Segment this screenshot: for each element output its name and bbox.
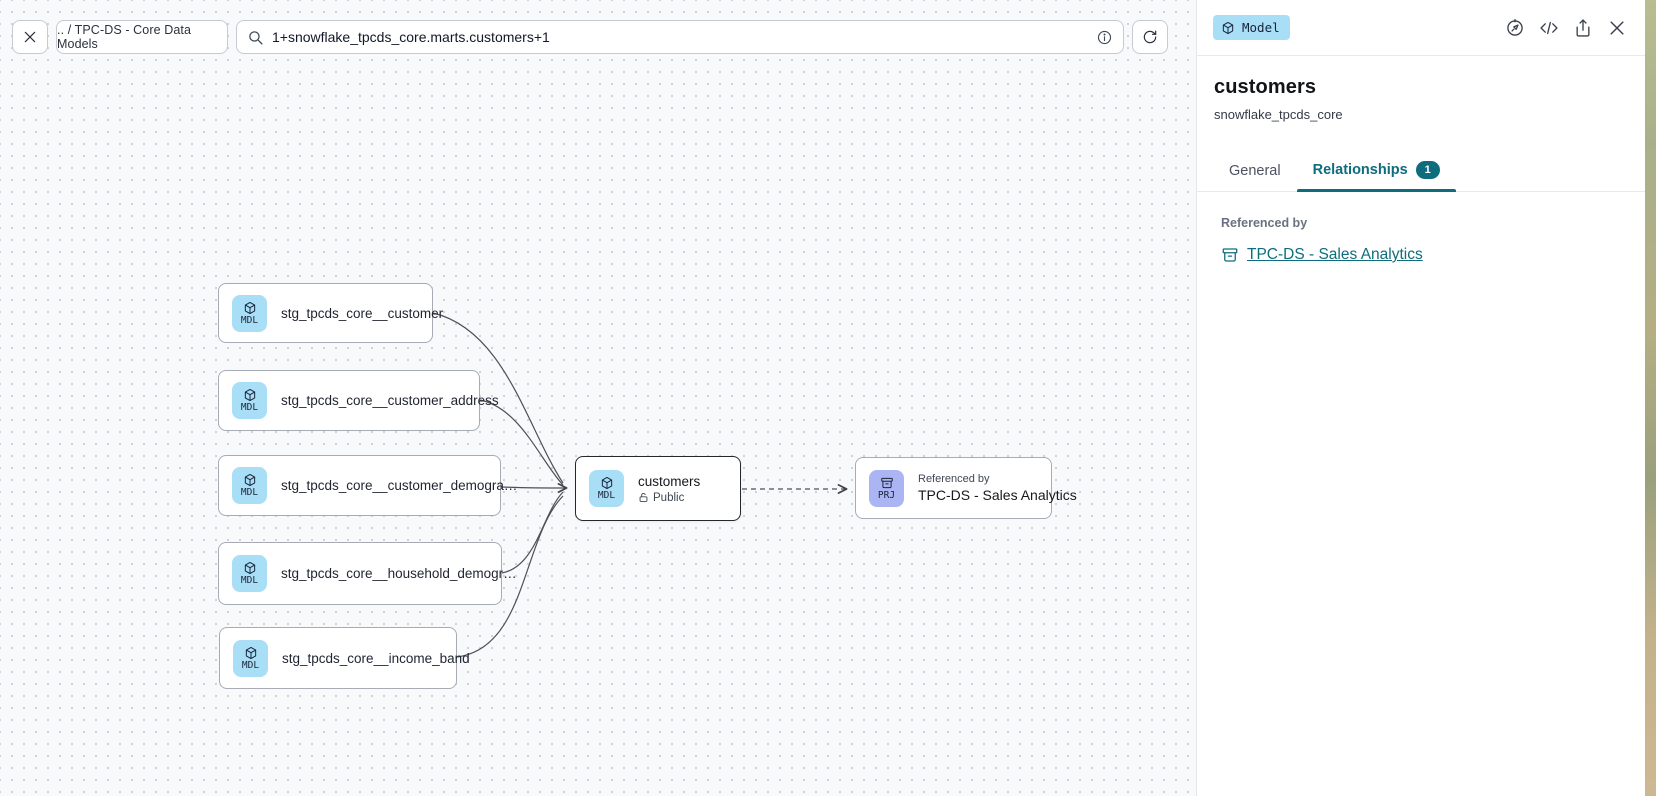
type-badge-label: Model [1242,20,1280,35]
node-stg-income-band[interactable]: MDL stg_tpcds_core__income_band [219,627,470,689]
tab-general[interactable]: General [1213,151,1297,191]
canvas-close-button[interactable] [12,20,48,54]
details-panel: Model customers snowflake_tpcds_core Gen… [1196,0,1645,796]
referenced-by-row: TPC-DS - Sales Analytics [1221,246,1621,264]
node-label: stg_tpcds_core__customer_demogra… [281,478,518,493]
node-stg-customer-address[interactable]: MDL stg_tpcds_core__customer_address [218,370,499,431]
cube-icon [243,473,257,487]
close-icon [1607,18,1627,38]
node-kicker: Referenced by [918,473,990,485]
breadcrumb-label: .. / TPC-DS - Core Data Models [57,23,192,51]
cube-icon [244,646,258,660]
compass-icon [1505,18,1525,38]
unlock-icon [638,492,649,503]
badge-label: MDL [240,402,259,413]
breadcrumb[interactable]: .. / TPC-DS - Core Data Models [56,20,228,54]
node-stg-customer[interactable]: MDL stg_tpcds_core__customer [218,283,443,343]
archive-icon [1221,246,1239,264]
refresh-button[interactable] [1132,20,1168,54]
panel-close-button[interactable] [1607,18,1627,38]
node-label: stg_tpcds_core__income_band [282,650,470,666]
page-subtitle: snowflake_tpcds_core [1214,107,1343,122]
referenced-by-heading: Referenced by [1221,216,1308,230]
node-label: stg_tpcds_core__customer [281,305,444,321]
badge-label: MDL [241,659,260,671]
model-badge: MDL [232,467,267,504]
share-button[interactable] [1573,18,1593,38]
node-title: customers [638,473,701,489]
cube-icon [243,561,257,575]
panel-tabs: General Relationships 1 [1197,148,1645,192]
model-badge: MDL [589,470,624,507]
lineage-canvas[interactable]: .. / TPC-DS - Core Data Models MDL stg_t… [0,0,1196,796]
tab-relationships[interactable]: Relationships 1 [1296,149,1456,192]
relationships-count-badge: 1 [1415,161,1440,179]
node-body: Referenced by TPC-DS - Sales Analytics [918,473,1077,503]
model-badge: MDL [232,555,267,592]
close-icon [22,29,38,45]
cube-icon [600,476,614,490]
badge-label: MDL [597,490,616,501]
view-code-button[interactable] [1539,18,1559,38]
refresh-icon [1142,29,1158,45]
referenced-project-link[interactable]: TPC-DS - Sales Analytics [1247,246,1423,263]
tab-relationships-label: Relationships [1312,162,1408,178]
node-label: stg_tpcds_core__household_demogr… [281,566,517,581]
lineage-search[interactable] [236,20,1124,54]
model-type-badge: Model [1213,15,1290,40]
node-body: customers Public [638,474,700,504]
desktop-edge-strip [1645,0,1656,796]
node-stg-household-demographics[interactable]: MDL stg_tpcds_core__household_demogr… [218,542,517,605]
search-input[interactable] [272,29,1089,45]
node-visibility: Public [653,491,685,504]
explore-lineage-button[interactable] [1505,18,1525,38]
node-referenced-by-project[interactable]: PRJ Referenced by TPC-DS - Sales Analyti… [855,457,1077,519]
model-badge: MDL [232,382,267,419]
share-export-icon [1573,18,1593,38]
node-customers-selected[interactable]: MDL customers Public [575,456,741,521]
project-badge: PRJ [869,469,904,507]
page-title: customers [1214,76,1317,98]
active-tab-underline [1296,189,1456,192]
code-icon [1539,18,1559,38]
badge-label: MDL [240,314,259,326]
search-icon [247,29,264,46]
referenced-by-section: Referenced by TPC-DS - Sales Analytics [1197,192,1645,264]
cube-icon [243,301,257,315]
model-badge: MDL [232,294,267,332]
archive-icon [880,476,894,490]
tab-general-label: General [1229,163,1281,179]
cube-icon [243,388,257,402]
badge-label: PRJ [877,489,896,501]
badge-label: MDL [240,575,259,586]
lineage-edges [432,312,848,658]
node-label: TPC-DS - Sales Analytics [918,487,1077,503]
node-label: stg_tpcds_core__customer_address [281,393,499,408]
badge-label: MDL [240,487,259,498]
panel-title-block: customers snowflake_tpcds_core [1197,56,1645,122]
panel-header: Model [1197,0,1645,56]
model-badge: MDL [233,639,268,677]
info-icon[interactable] [1096,29,1113,46]
node-stg-customer-demographics[interactable]: MDL stg_tpcds_core__customer_demogra… [218,455,517,516]
cube-icon [1221,21,1235,35]
